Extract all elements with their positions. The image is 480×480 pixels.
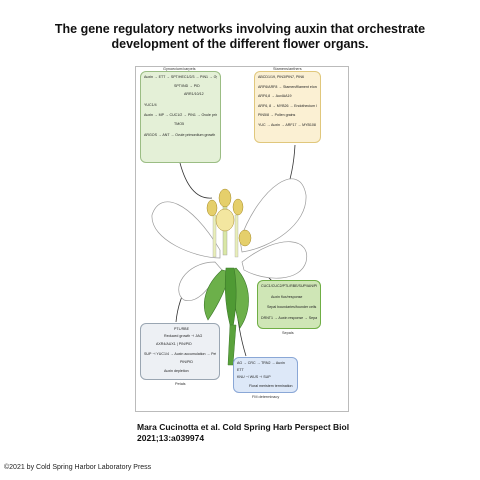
sep-row-3: DRNT1 → Auxin response → Sepal outgrowth <box>261 315 317 320</box>
pet-row-3: SUP ⊣ YUC1/4 → Auxin accumulation → Peta… <box>144 351 216 356</box>
sta-row-3: ARF6, 8 → MYB26 → Endothecium lignificat… <box>258 103 317 108</box>
gyn-row-3: YUC1/4 <box>144 102 157 107</box>
sep-row-0: CUC1/CUC2/PTL/RBE/SUP/IAN/PPS <box>261 284 317 288</box>
sta-row-0: ABCD1/19, PIN3/PIN7, PIN6 <box>258 75 304 79</box>
sta-row-4: PIN5/8 → Pollen grains <box>258 113 296 118</box>
gyn-row-0: Auxin → ETT → SPT/HEC1/2/3 → PIN1 → Gyno… <box>144 75 217 79</box>
sta-row-1: ARF6/ARF8 → Stamen/filament elongation <box>258 84 317 89</box>
petals-drawing <box>151 178 308 301</box>
pet-row-0: PTL/RBE <box>174 327 189 331</box>
pet-row-4: PIN/PID <box>180 360 193 365</box>
petals-label: Petals <box>175 382 186 386</box>
fm-label: FM determinacy <box>252 395 280 399</box>
stamens-drawing <box>206 188 252 258</box>
sepals-panel: CUC1/CUC2/PTL/RBE/SUP/IAN/PPS Auxin flux… <box>257 280 321 329</box>
gyn-row-6: ARGOS → ANT → Ovule primordium growth <box>144 132 216 137</box>
gynoecium-label: Gynoecium/carpels <box>163 67 196 71</box>
gyn-row-1: SPT/IND → PID <box>174 83 200 88</box>
citation-caption: Mara Cucinotta et al. Cold Spring Harb P… <box>137 422 350 443</box>
sepals-label: Sepals <box>282 331 294 335</box>
sepals-drawing <box>204 267 249 333</box>
stamens-label: Stamens/anthers <box>273 67 302 71</box>
sta-row-5: YUC → Auxin → ARF17 → MYB108 <box>258 122 316 127</box>
sta-row-2: ARF6,8 → AuxIAA19 <box>258 94 292 99</box>
sep-row-1: Auxin flux/response <box>271 294 303 299</box>
stamens-panel: ABCD1/19, PIN3/PIN7, PIN6 ARF6/ARF8 → St… <box>254 71 321 143</box>
gynoecium-panel: Auxin → ETT → SPT/HEC1/2/3 → PIN1 → Gyno… <box>140 71 221 163</box>
copyright-notice: ©2021 by Cold Spring Harbor Laboratory P… <box>4 464 152 471</box>
fm-row-1: ETT <box>237 367 244 372</box>
gyn-row-5: TMO5 <box>174 121 184 126</box>
petals-panel: PTL/RBE Reduced growth ⊣ JAG AXR4/AUX1 |… <box>140 323 220 380</box>
pet-row-1: Reduced growth ⊣ JAG <box>164 333 203 338</box>
pet-row-5: Auxin depletion <box>164 368 189 373</box>
pet-row-2: AXR4/AUX1 | PIN/PID <box>156 342 192 347</box>
figure-title: The gene regulatory networks involving a… <box>54 22 426 51</box>
gyn-row-2: ARR1/10/12 <box>184 92 204 97</box>
fm-row-2: KNU ⊣ WUS ⊣ SUP <box>237 375 271 380</box>
fm-panel: AG → CRC → TRN2 → Auxin ETT KNU ⊣ WUS ⊣ … <box>233 357 298 393</box>
gyn-row-4: Auxin → MP → CUC1/2 → PIN1 → Ovule primo… <box>144 113 217 118</box>
sep-row-2: Sepal boundaries/founder cells <box>267 305 317 310</box>
arrow-to-gynoecium <box>179 162 213 199</box>
fm-row-0: AG → CRC → TRN2 → Auxin <box>237 361 285 365</box>
fm-row-3: Floral meristem termination <box>249 383 293 388</box>
